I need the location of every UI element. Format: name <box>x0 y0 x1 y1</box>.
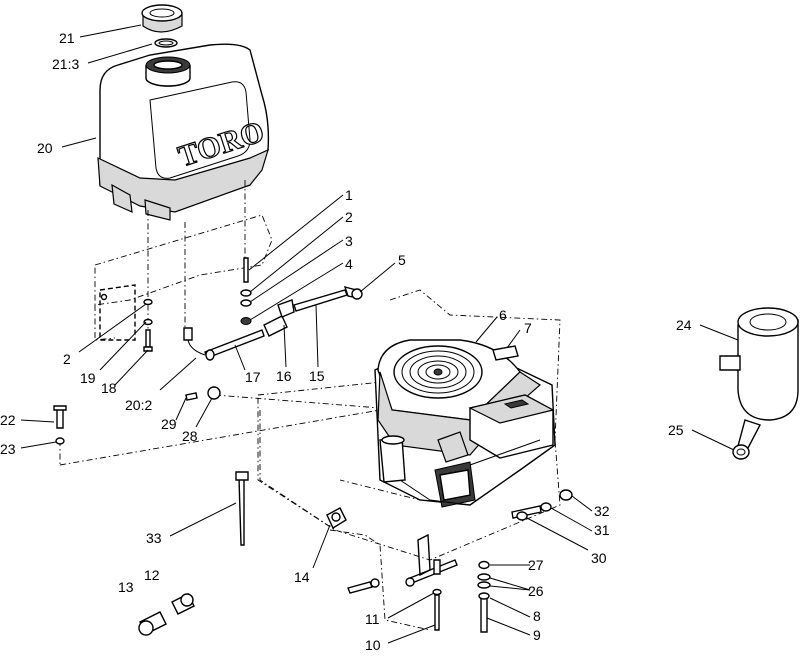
callout-30: 30 <box>591 550 607 566</box>
callout-9: 9 <box>533 627 541 643</box>
hose-clamp <box>351 288 363 300</box>
callout-21-3: 21:3 <box>52 56 79 72</box>
callout-20-2: 20:2 <box>125 397 152 413</box>
callout-32: 32 <box>594 503 610 519</box>
callout-28: 28 <box>182 428 198 444</box>
callout-29: 29 <box>161 416 177 432</box>
muffler-clamp <box>732 444 750 460</box>
callout-22: 22 <box>0 412 16 428</box>
tank-bracket <box>99 284 136 341</box>
fuel-filter <box>263 299 295 337</box>
callout-13: 13 <box>118 579 134 595</box>
fuel-pump-bits <box>185 386 221 401</box>
bracket-hardware <box>143 298 153 352</box>
tank-mount-hardware <box>240 257 252 325</box>
callout-23: 23 <box>0 441 16 457</box>
callout-15: 15 <box>309 368 325 384</box>
cap-gasket <box>154 38 178 48</box>
callout-8: 8 <box>533 608 541 624</box>
callout-7: 7 <box>524 320 532 336</box>
callout-26: 26 <box>528 583 544 599</box>
callout-10: 10 <box>365 637 381 653</box>
fuel-cap <box>141 4 183 33</box>
electrical-connector <box>138 593 195 636</box>
callout-4: 4 <box>345 256 353 272</box>
callout-18: 18 <box>101 380 117 396</box>
callout-21: 21 <box>59 30 75 46</box>
callout-14: 14 <box>294 569 310 585</box>
callout-2-left: 2 <box>63 351 71 367</box>
callout-17: 17 <box>245 369 261 385</box>
engine <box>374 339 556 508</box>
callout-31: 31 <box>594 522 610 538</box>
callout-20: 20 <box>37 140 53 156</box>
callout-labels: 21 21:3 20 1 2 3 4 5 6 7 2 19 18 20:2 17… <box>0 30 692 653</box>
leader-lines <box>20 24 739 644</box>
callout-27: 27 <box>528 557 544 573</box>
tank-neck <box>145 56 191 87</box>
callout-16: 16 <box>276 368 292 384</box>
callout-24: 24 <box>676 317 692 333</box>
callout-33: 33 <box>146 530 162 546</box>
callout-25: 25 <box>668 422 684 438</box>
wire-clip <box>326 507 347 530</box>
callout-6: 6 <box>499 307 507 323</box>
engine-decal <box>492 345 519 361</box>
cable-tie <box>235 471 249 546</box>
engine-mount-bolts <box>347 533 491 633</box>
callout-3: 3 <box>345 233 353 249</box>
callout-5: 5 <box>398 252 406 268</box>
bolt-washer-left <box>53 405 67 445</box>
engine-mount-hardware-right <box>511 489 573 521</box>
callout-19: 19 <box>80 370 96 386</box>
callout-1: 1 <box>345 187 353 203</box>
muffler <box>719 307 799 449</box>
tank-outlet-fitting <box>183 327 206 356</box>
fuel-line <box>293 285 359 312</box>
fuel-hose <box>204 329 265 361</box>
callout-11: 11 <box>365 611 380 627</box>
callout-2-top: 2 <box>345 209 353 225</box>
fuel-tank: TORO <box>97 43 270 221</box>
callout-12: 12 <box>144 567 160 583</box>
